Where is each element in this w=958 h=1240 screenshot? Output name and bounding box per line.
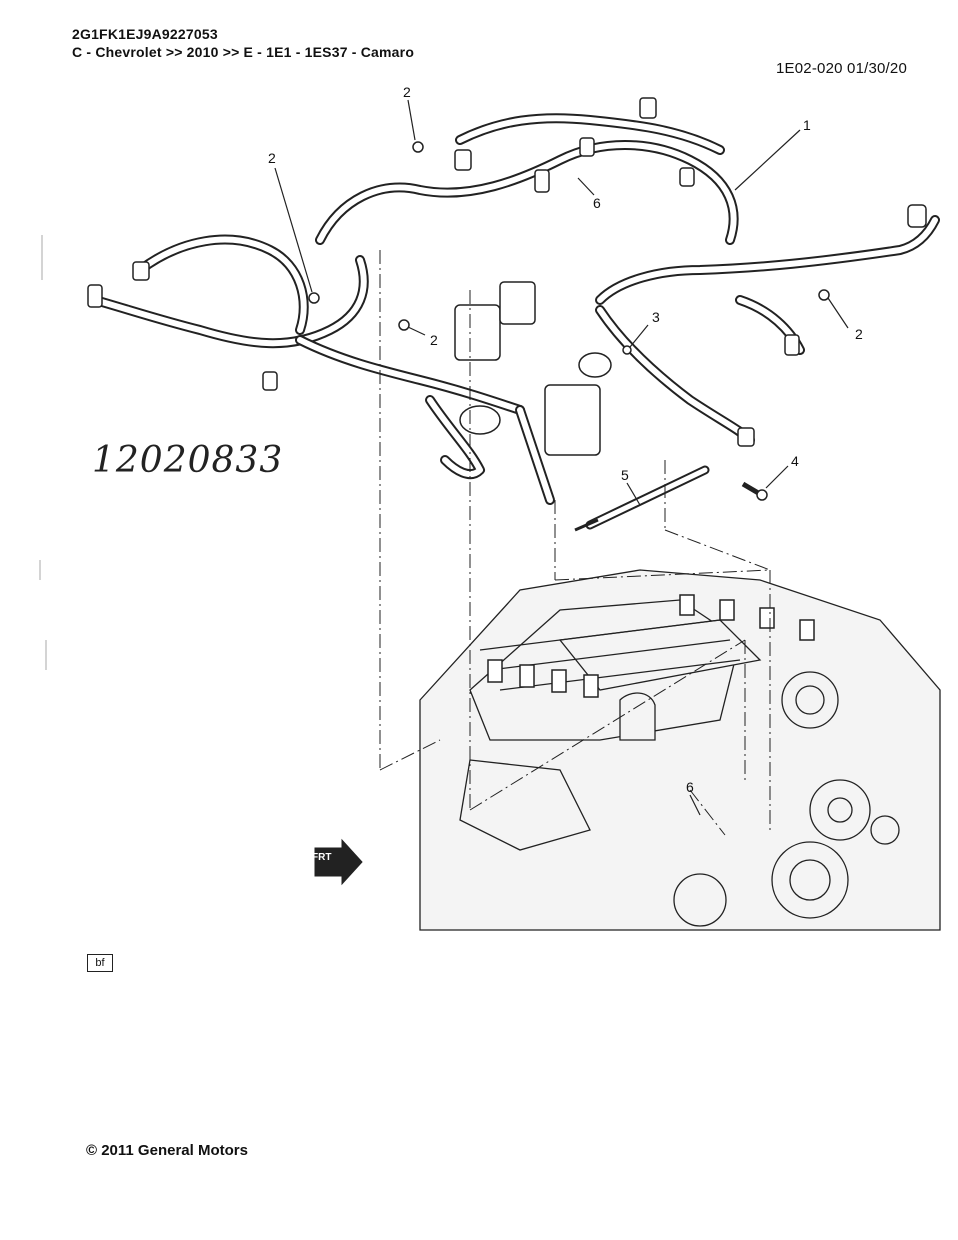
front-arrow-label: FRT (312, 852, 331, 863)
callout-leaders (274, 99, 849, 816)
callout-3: 3 (652, 309, 660, 325)
bolt-2a (412, 141, 424, 153)
copyright: © 2011 General Motors (86, 1142, 248, 1159)
scan-marks (39, 235, 47, 670)
front-arrow-icon: FRT (312, 838, 363, 886)
callout-6-bottom: 6 (686, 779, 694, 795)
callout-6-top: 6 (593, 195, 601, 211)
page-reference: 1E02-020 01/30/20 (776, 60, 908, 77)
callout-2-right: 2 (855, 326, 863, 342)
bolt-2d (818, 289, 830, 301)
handwritten-part-number: 12020833 (92, 440, 284, 481)
revision-badge: bf (87, 954, 113, 972)
bolt-2b (308, 292, 320, 304)
nut-3 (622, 345, 632, 355)
callout-2-left: 2 (268, 150, 276, 166)
bolt-4 (741, 481, 768, 501)
leader-lines (379, 250, 771, 836)
callout-4: 4 (791, 453, 799, 469)
support-rod (574, 465, 710, 532)
vin-number: 2G1FK1EJ9A9227053 (72, 26, 218, 42)
breadcrumb: C - Chevrolet >> 2010 >> E - 1E1 - 1ES37… (72, 44, 415, 60)
callout-1: 1 (803, 117, 811, 133)
wiring-harness (87, 97, 940, 505)
callout-5: 5 (621, 467, 629, 483)
engine-block (419, 569, 941, 931)
bolt-2c (398, 319, 410, 331)
callout-2-center: 2 (430, 332, 438, 348)
callout-2-top: 2 (403, 84, 411, 100)
